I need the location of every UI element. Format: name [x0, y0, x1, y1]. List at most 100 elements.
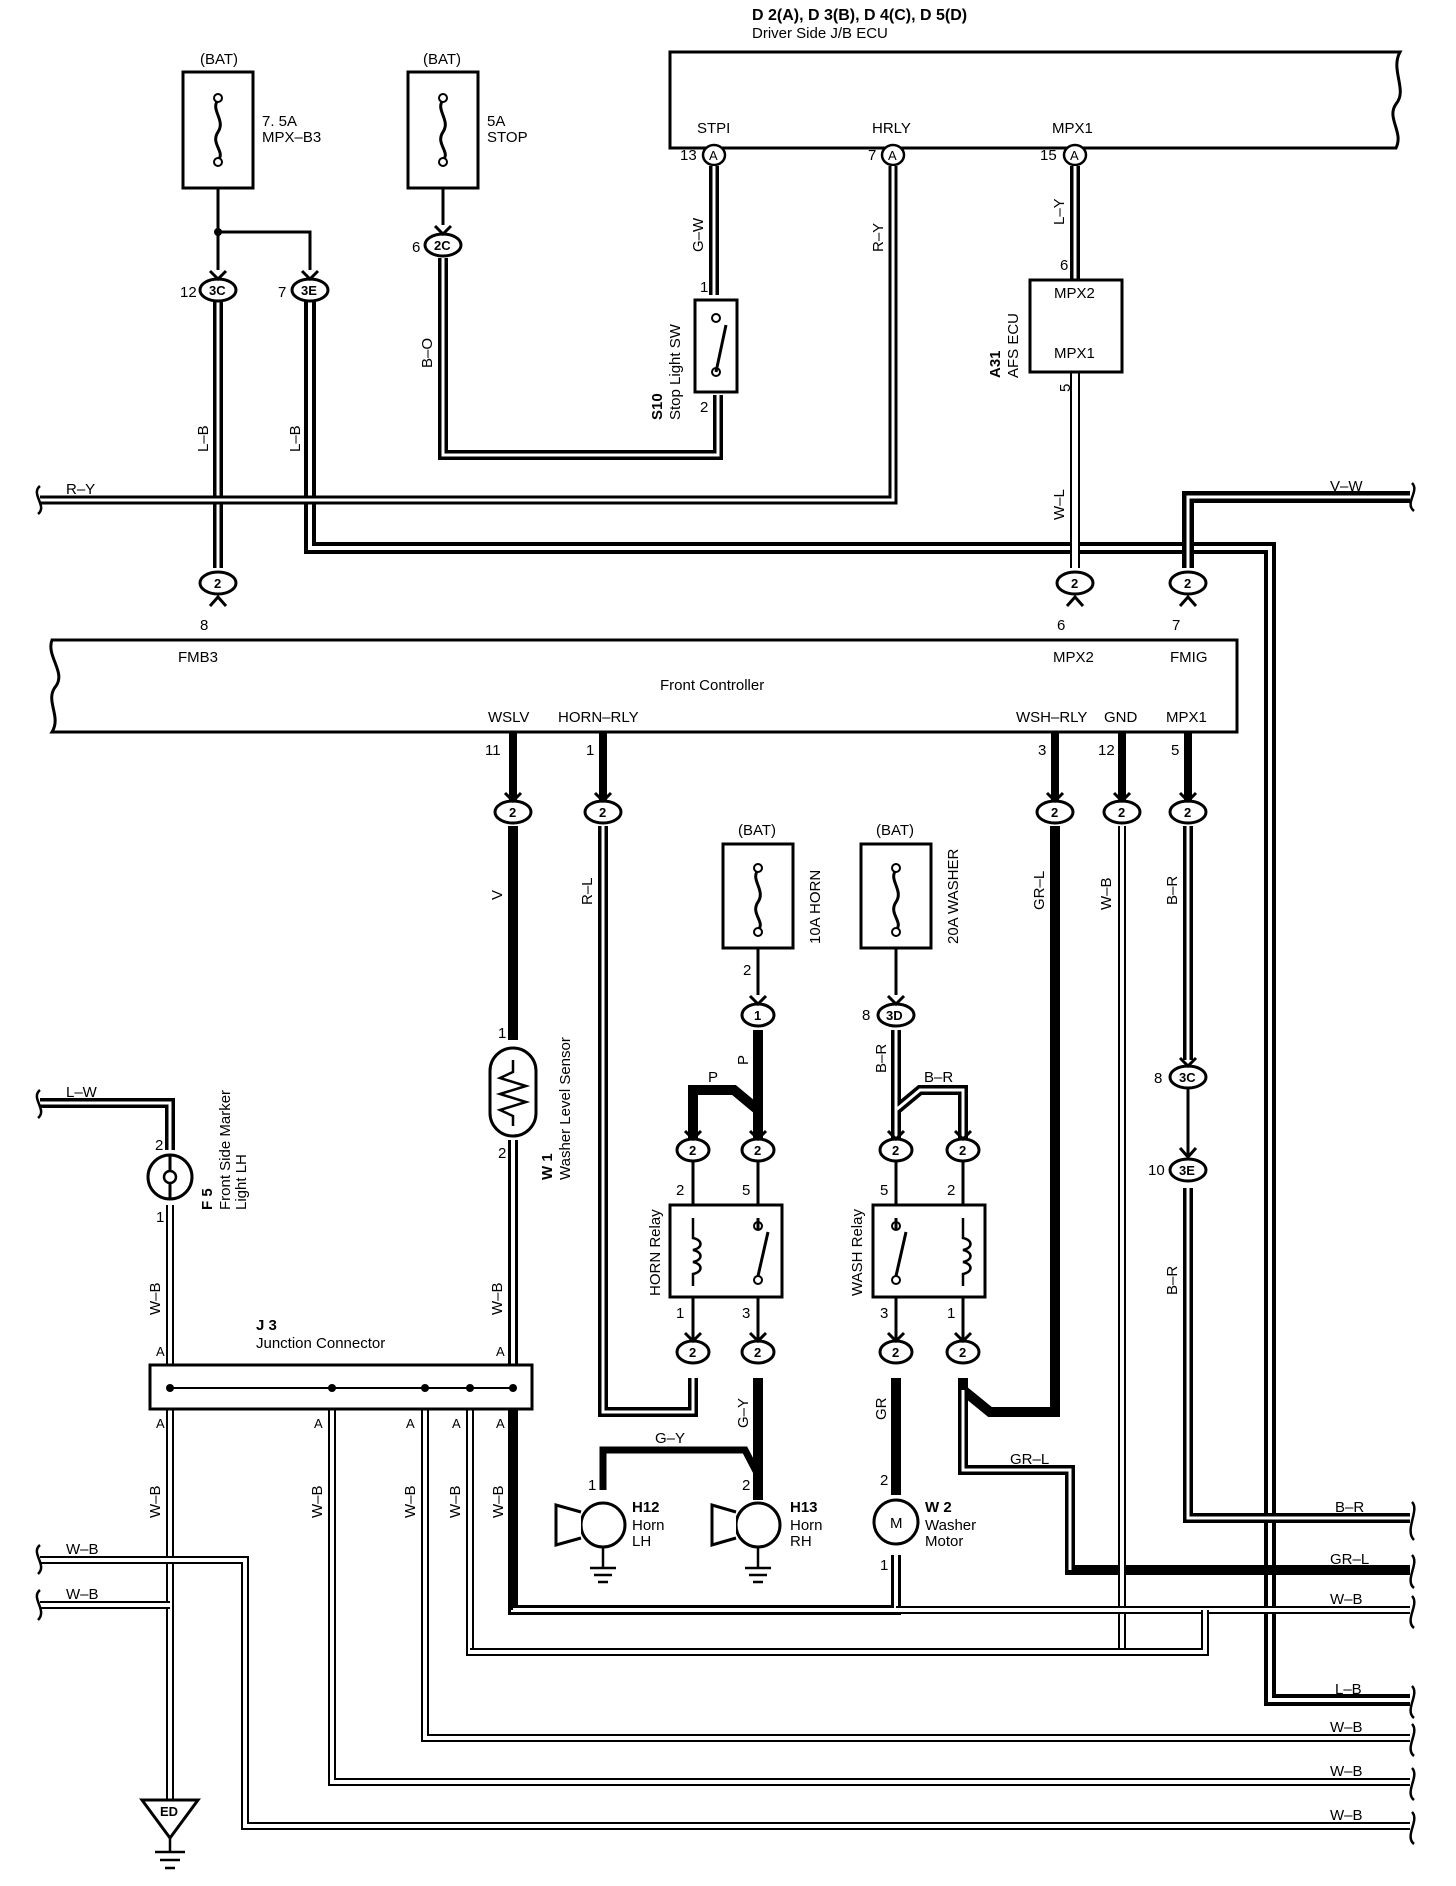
pin-1-horn-rly: 1 [586, 742, 594, 759]
fuse-rating-7-5a: 7. 5A [262, 113, 297, 130]
connector-2-mpx2 [1055, 570, 1095, 596]
wire-label-grl-bus: GR–L [1330, 1551, 1369, 1568]
fc-top-connectors: 2 8 2 6 2 7 [198, 570, 1208, 634]
pin-5-mpx1: 5 [1171, 742, 1179, 759]
junction-pin-a: A [496, 1344, 505, 1359]
connector-2-label: 2 [1184, 576, 1191, 591]
jb-ecu-codes: D 2(A), D 3(B), D 4(C), D 5(D) [752, 7, 967, 24]
pin-8: 8 [200, 617, 208, 634]
wire-labels: G–W R–Y L–Y B–O L–B L–B R–Y W–L V–W V R–… [66, 198, 1369, 1824]
wire-label-br: B–R [873, 1044, 890, 1073]
wire-label-wb: W–B [147, 1485, 164, 1518]
stop-sw-name: Stop Light SW [667, 323, 684, 420]
wire-label-lb-bus: L–B [1335, 1681, 1362, 1698]
wire-label-wb: W–B [309, 1485, 326, 1518]
horn-lh-side: LH [632, 1533, 651, 1550]
horn-lh: 1 H12 Horn LH [554, 1477, 665, 1584]
pin-label-fmig: FMIG [1170, 649, 1208, 666]
wire-label-br-2: B–R [924, 1069, 953, 1086]
motor-symbol: M [890, 1515, 903, 1532]
wire-label-lb: L–B [287, 425, 304, 452]
fuse-name-stop: STOP [487, 129, 528, 146]
connector-3c-label: 3C [209, 283, 226, 298]
junction-name: Junction Connector [256, 1335, 385, 1352]
wire-label-gw: G–W [690, 217, 707, 252]
connector-2-fmig [1168, 570, 1208, 596]
junction-pin-a: A [156, 1416, 165, 1431]
wire-label-wb-bus-3: W–B [1330, 1763, 1363, 1780]
connector-2-label: 2 [959, 1143, 966, 1158]
pin-label-fmb3: FMB3 [178, 649, 218, 666]
pin-1: 1 [156, 1209, 164, 1226]
connector-2-label: 2 [892, 1143, 899, 1158]
junction-code: J 3 [256, 1317, 277, 1334]
fuse-name-washer: 20A WASHER [945, 849, 962, 944]
wire-label-wb-bus-2: W–B [1330, 1719, 1363, 1736]
horn-rh-side: RH [790, 1533, 812, 1550]
junction-pin-a: A [452, 1416, 461, 1431]
afs-name: AFS ECU [1005, 313, 1022, 378]
connector-3e-right [1168, 1157, 1208, 1183]
pin-1: 1 [700, 279, 708, 296]
bat-label: (BAT) [738, 822, 776, 839]
horn-relay-label: HORN Relay [647, 1209, 664, 1296]
marker-name-1: Front Side Marker [217, 1090, 234, 1210]
connector-3e-label: 3E [1179, 1163, 1195, 1178]
pin-15: 15 [1040, 147, 1057, 164]
horn-rh: 2 H13 Horn RH [710, 1477, 823, 1584]
pin-7-hrly: 7 [868, 147, 876, 164]
connector-3e-label: 3E [301, 283, 317, 298]
wire-label-lb: L–B [195, 425, 212, 452]
fuse-rating-5a: 5A [487, 113, 505, 130]
washer-motor: 2 M 1 W 2 Washer Motor [872, 1472, 976, 1574]
ground-label: ED [160, 1804, 178, 1819]
washer-motor-name-2: Motor [925, 1533, 963, 1550]
connector-a-label: A [1070, 148, 1079, 163]
horn-relay: 2 2 2 5 1 3 2 2 HORN Relay [647, 1129, 784, 1365]
pin-12-gnd: 12 [1098, 742, 1115, 759]
fuse-name-horn: 10A HORN [807, 870, 824, 944]
horn-rh-name: Horn [790, 1517, 823, 1534]
top-connectors: 12 3C 7 3E 6 2C [180, 224, 463, 303]
jb-ecu: D 2(A), D 3(B), D 4(C), D 5(D) Driver Si… [668, 7, 1403, 167]
pin-1: 1 [880, 1557, 888, 1574]
fuse-name-mpx-b3: MPX–B3 [262, 129, 321, 146]
junction-pin-a: A [314, 1416, 323, 1431]
connector-2-label: 2 [509, 805, 516, 820]
pin-2: 2 [700, 399, 708, 416]
fuse-mpx-b3: (BAT) 7. 5A MPX–B3 [181, 51, 321, 190]
wire-label-gy-2: G–Y [735, 1398, 752, 1428]
wire-label-wb: W–B [147, 1282, 164, 1315]
washer-level-name: Washer Level Sensor [557, 1037, 574, 1180]
fuse-washer: (BAT) 20A WASHER 8 3D [859, 822, 962, 1028]
wire-label-p: P [735, 1055, 752, 1065]
pin-2: 2 [742, 1477, 750, 1494]
wash-relay: 2 2 5 2 3 1 2 2 WASH Relay [849, 1129, 987, 1365]
pin-3: 3 [880, 1305, 888, 1322]
front-controller: FMB3 MPX2 FMIG Front Controller WSLV HOR… [49, 638, 1239, 734]
connector-2-label: 2 [892, 1345, 899, 1360]
wire-label-lw: L–W [66, 1084, 98, 1101]
afs-ecu: 6 MPX2 MPX1 5 A31 AFS ECU [987, 257, 1124, 392]
connector-a-mpx1 [1062, 143, 1088, 167]
wire-label-wb-bus-left-2: W–B [66, 1586, 99, 1603]
horn-lh-name: Horn [632, 1517, 665, 1534]
connector-2-fmb3 [198, 570, 238, 596]
pin-2: 2 [676, 1182, 684, 1199]
pin-1: 1 [498, 1025, 506, 1042]
fuse-horn: (BAT) 10A HORN 2 1 [721, 822, 824, 1028]
wire-label-p-2: P [708, 1069, 718, 1086]
washer-motor-name: Washer [925, 1517, 976, 1534]
connector-a-label: A [888, 148, 897, 163]
pin-6-mpx2: 6 [1057, 617, 1065, 634]
marker-code: F 5 [199, 1188, 216, 1210]
pin-2: 2 [947, 1182, 955, 1199]
connector-2-label: 2 [599, 805, 606, 820]
connector-2-label: 2 [689, 1143, 696, 1158]
stop-sw-code: S10 [649, 393, 666, 420]
pin-13: 13 [680, 147, 697, 164]
wire-label-bo: B–O [419, 338, 436, 368]
pin-7-3e: 7 [278, 284, 286, 301]
pin-8-3d: 8 [862, 1007, 870, 1024]
